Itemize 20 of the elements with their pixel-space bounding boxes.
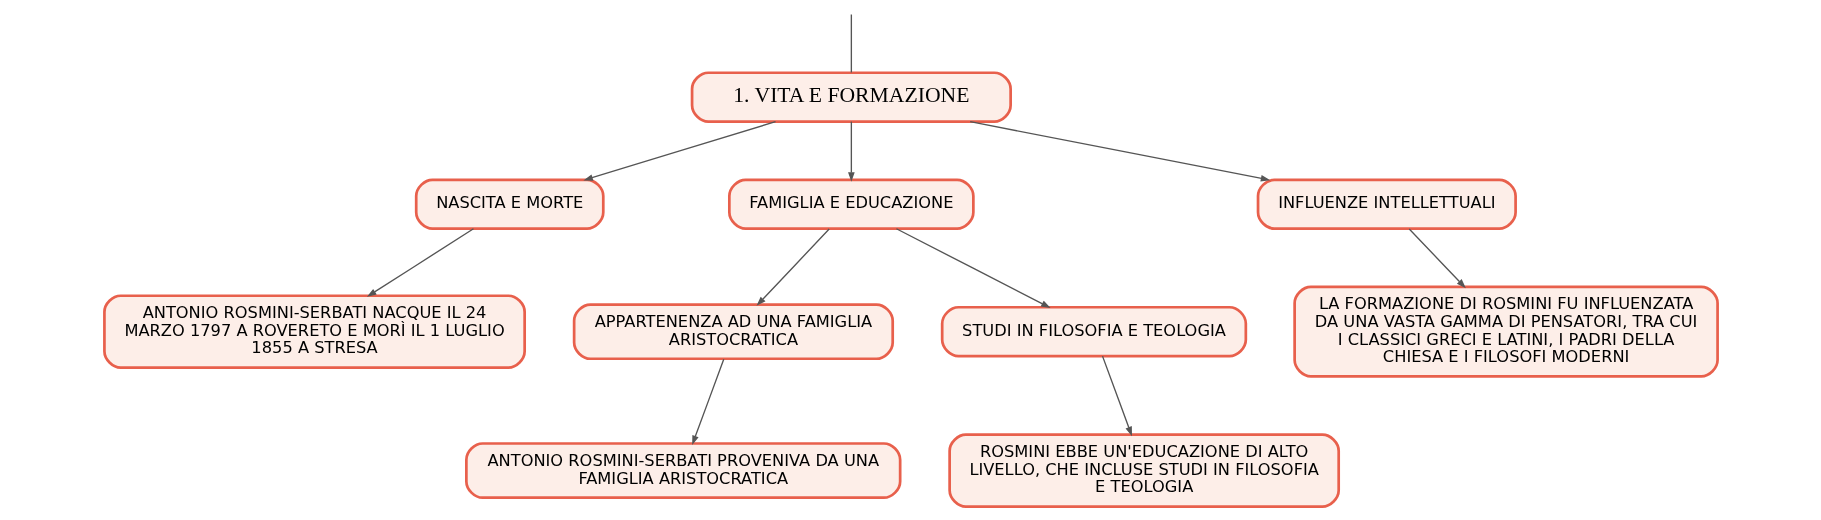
arrow [895,228,1051,308]
arrow [366,228,474,297]
arrow [1408,228,1466,289]
arrow [969,120,1270,182]
node-box: ROSMINI EBBE UN'EDUCAZIONE DI ALTO LIVELLO, CHE INCLUSE STUDI IN FILOSOFIA E TEOLOGIA [947,433,1340,508]
arrow [1101,355,1132,437]
connector [850,13,852,74]
node-box: INFLUENZE INTELLETTUALI [1256,178,1517,230]
node-box: FAMIGLIA E EDUCAZIONE [727,178,975,230]
arrow [756,228,830,306]
arrow [691,358,724,445]
node-box: ANTONIO ROSMINI-SERBATI NACQUE IL 24 MARZO 1797 A ROVERETO E MORÌ IL 1 LUGLIO 1855 A STRESA [102,294,526,369]
node-box: NASCITA E MORTE [414,178,605,230]
node-box: LA FORMAZIONE DI ROSMINI FU INFLUENZATA DA UNA VASTA GAMMA DI PENSATORI, TRA CUI I CLASSICI GRECI E LATINI, I PADRI DELLA CHIESA E I FILOSOFI MODERNI [1292,285,1719,378]
node-box: ANTONIO ROSMINI-SERBATI PROVENIVA DA UNA FAMIGLIA ARISTOCRATICA [464,442,901,500]
node-box: APPARTENENZA AD UNA FAMIGLIA ARISTOCRATICA [572,303,894,361]
node-box: 1. VITA E FORMAZIONE [690,71,1012,123]
arrow [847,120,855,182]
arrow [582,120,776,181]
node-box: STUDI IN FILOSOFIA E TEOLOGIA [940,305,1247,358]
